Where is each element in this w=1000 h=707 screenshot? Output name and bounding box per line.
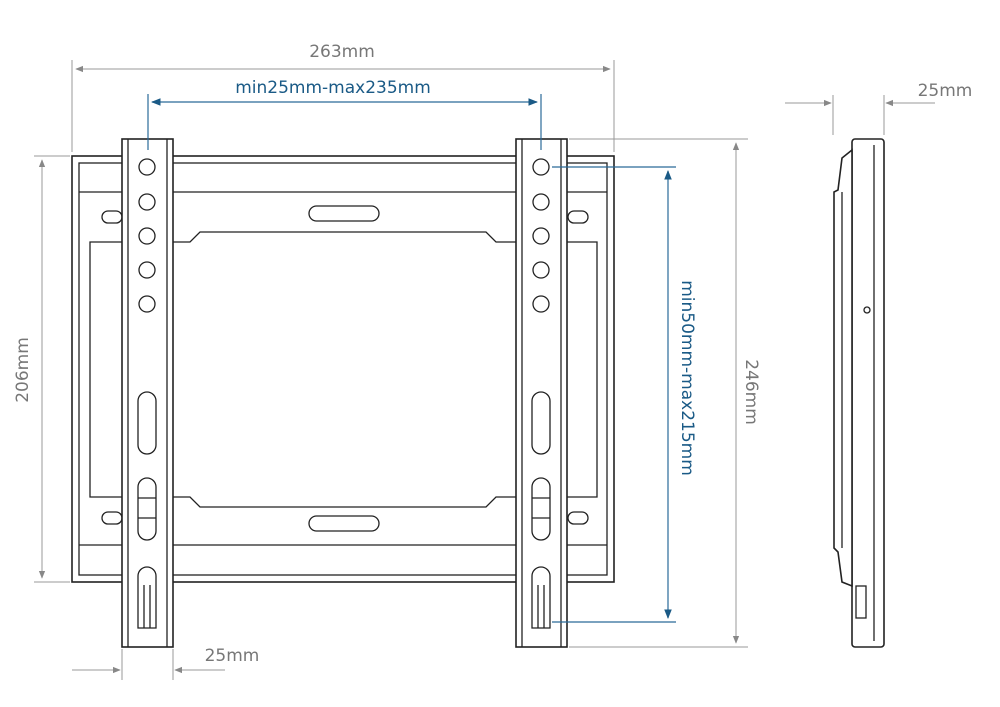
top-slot	[308, 205, 380, 222]
overall-width-dimension: 263mm	[71, 42, 615, 152]
mounting-width-label: min25mm-max235mm	[235, 78, 431, 98]
left-arm	[121, 138, 174, 648]
mounting-width-dimension: min25mm-max235mm	[147, 78, 542, 150]
arm-width-dimension: 25mm	[72, 646, 259, 680]
mounting-height-dimension: min50mm-max215mm	[552, 166, 697, 623]
bottom-slot	[308, 515, 380, 532]
overall-height-label: 246mm	[741, 359, 761, 425]
mounting-height-label: min50mm-max215mm	[677, 280, 697, 476]
arm-width-label: 25mm	[205, 646, 260, 666]
depth-label: 25mm	[918, 81, 973, 101]
right-arm	[515, 138, 568, 648]
frame-height-label: 206mm	[13, 337, 33, 403]
overall-width-label: 263mm	[309, 42, 375, 62]
side-view	[833, 138, 885, 648]
depth-dimension: 25mm	[785, 81, 972, 135]
frame-height-dimension: 206mm	[13, 155, 70, 583]
overall-height-dimension: 246mm	[569, 138, 761, 648]
